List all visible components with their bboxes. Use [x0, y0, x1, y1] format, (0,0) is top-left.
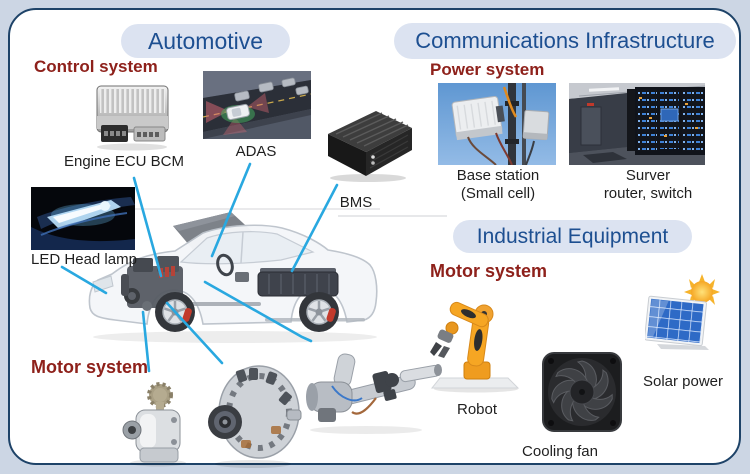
industrial-title-pill: Industrial Equipment: [453, 220, 692, 253]
engine-ecu-caption: Engine ECU BCM: [63, 153, 185, 170]
base-station-caption-line2: (Small cell): [460, 185, 536, 202]
cooling-fan-photo: [541, 351, 623, 433]
adas-caption: ADAS: [235, 143, 277, 160]
solar-panel-photo: [645, 272, 723, 354]
alternator-photo: [201, 356, 303, 470]
bms-photo: [316, 104, 416, 184]
automotive-title-pill: Automotive: [121, 24, 290, 58]
communications-title: Communications Infrastructure: [415, 28, 715, 53]
engine-ecu-photo: [84, 82, 180, 152]
bms-caption: BMS: [339, 194, 373, 211]
cooling-fan-caption: Cooling fan: [522, 443, 598, 460]
base-station-caption: Base station (Small cell): [436, 167, 560, 203]
server-caption-line2: router, switch: [603, 185, 693, 202]
robot-arm-photo: [424, 284, 524, 394]
electric-power-steering-photo: [296, 346, 444, 436]
motor-pump-photo: [116, 380, 196, 468]
led-headlamp-photo: [31, 187, 135, 250]
power-system-heading: Power system: [430, 60, 545, 79]
server-caption-line1: Surver: [625, 167, 671, 184]
adas-photo: [203, 71, 311, 139]
automotive-title: Automotive: [147, 27, 264, 54]
led-headlamp-caption: LED Head lamp: [31, 251, 137, 268]
motor-system-heading-industrial: Motor system: [430, 261, 548, 281]
base-station-photo: [438, 83, 556, 165]
industrial-title: Industrial Equipment: [476, 224, 669, 248]
communications-title-pill: Communications Infrastructure: [394, 23, 736, 59]
solar-power-caption: Solar power: [642, 373, 724, 390]
server-caption: Surver router, switch: [586, 167, 710, 203]
control-system-heading: Control system: [34, 57, 158, 76]
car-cutaway-illustration: [85, 210, 385, 348]
robot-caption: Robot: [456, 401, 498, 418]
server-room-photo: [569, 83, 705, 165]
base-station-caption-line1: Base station: [456, 167, 540, 184]
motor-system-heading-automotive: Motor system: [31, 357, 149, 377]
